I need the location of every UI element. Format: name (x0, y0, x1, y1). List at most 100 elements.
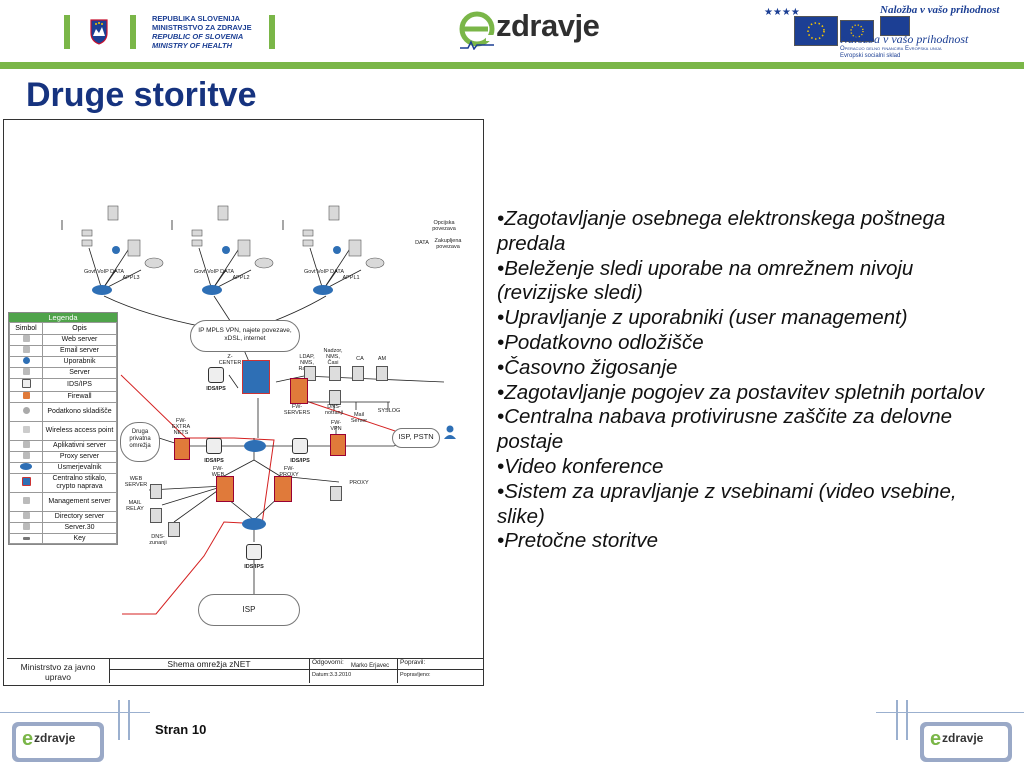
footer-logo-right: e zdravje (920, 722, 1012, 762)
cloud-isp-label: ISP (242, 605, 256, 614)
title-block-org: Ministrstvo za javno upravo (20, 662, 96, 682)
label-ca: CA (356, 356, 364, 362)
legend-row: Proxy server (9, 451, 117, 463)
ess-flag-icon-2 (880, 16, 910, 36)
list-item: •Zagotavljanje pogojev za postavitev spl… (497, 380, 984, 404)
legend-row: Key (9, 533, 117, 544)
list-item: •Sistem za upravljanje z vsebinami (vide… (497, 479, 957, 528)
cloud-isp-pstn-label: ISP, PSTN (398, 432, 434, 441)
legend-col-symbol: Simbol (9, 322, 43, 335)
ids-icon (21, 379, 31, 388)
gov-line-3: REPUBLIC OF SLOVENIA (152, 32, 244, 41)
eu-stars-icon: ★★★★ (764, 7, 800, 18)
cloud-private: Druga privatna omrežja (120, 422, 160, 462)
site-2-label: APPL2 (232, 275, 250, 281)
list-item: •Podatkovno odložišče (497, 330, 704, 354)
label-fw-extranets: FW-EXTRA NETS (171, 418, 191, 436)
storage-icon (22, 407, 30, 414)
gov-logo: REPUBLIKA SLOVENIJA MINISTRSTVO ZA ZDRAV… (64, 13, 284, 53)
list-item: •Video konference (497, 454, 664, 478)
label-proxy: PROXY (349, 480, 369, 486)
legend: Legenda Simbol Opis Web server Email ser… (8, 312, 118, 545)
page-title: Druge storitve (26, 76, 257, 114)
network-diagram: Govt VoIP DATA APPL3 Govt VoIP DATA APPL… (3, 119, 484, 686)
firewall-icon-proxy (274, 476, 292, 502)
label-dns-zunanji: DNS-zunanji (149, 534, 167, 546)
firewall-icon (22, 392, 30, 399)
key-data: DATA (415, 240, 429, 246)
core-switch-icon (242, 360, 270, 394)
key-icon (22, 536, 30, 540)
page-number: Stran 10 (155, 722, 207, 737)
list-item: •Beleženje sledi uporabe na omrežnem niv… (497, 256, 914, 305)
label-fw-web: FW-WEB (211, 466, 225, 478)
label-ids-3: IDS/IPS (290, 458, 310, 464)
proxy-server-icon (330, 486, 342, 501)
management-server-icon (22, 497, 30, 504)
label-nadzor: Nadzor, NMS, Časi (323, 348, 343, 366)
list-item: •Časovno žigosanje (497, 355, 678, 379)
email-server-icon (22, 346, 30, 353)
footer-cross-right (896, 700, 898, 740)
key-optional-link: Opcijska povezava (432, 220, 456, 232)
footer-logo-left-e: e (22, 728, 34, 750)
firewall-icon-vpn (330, 434, 346, 456)
gov-line-1: REPUBLIKA SLOVENIJA (152, 14, 241, 23)
ezdravje-e-icon (458, 8, 496, 55)
list-item: •Pretočne storitve (497, 529, 659, 553)
title-block-rev2-label: Popravljeno: (400, 672, 431, 678)
site-3-vlan-labels: Govt VoIP DATA (83, 269, 125, 275)
legend-title: Legenda (9, 313, 117, 322)
label-ids-2: IDS/IPS (204, 458, 224, 464)
ess-flag-icon (840, 20, 874, 42)
site-1-label: APPL1 (342, 275, 360, 281)
ids-icon-3 (292, 438, 308, 454)
list-item: •Centralna nabava protivirusne zaščite z… (497, 405, 953, 454)
eu-slogan: Naložba v vašo prihodnost (840, 32, 969, 46)
legend-row: Uporabnik (9, 356, 117, 368)
router-icon-mid (244, 440, 266, 452)
gov-line-4: MINISTRY OF HEALTH (152, 41, 233, 50)
cloud-private-label: Druga privatna omrežja (129, 429, 151, 449)
label-fw-vpn: FW-VPN (330, 420, 342, 432)
site-3-label: APPL3 (122, 275, 140, 281)
server-icon (22, 368, 30, 375)
server-30-icon (22, 523, 30, 530)
legend-col-desc: Opis (42, 322, 117, 335)
title-block: Ministrstvo za javno upravo Shema omrežj… (7, 658, 483, 683)
user-icon (22, 357, 30, 364)
site-2-vlan-labels: Govt VoIP DATA (193, 269, 235, 275)
dns-server-icon (168, 522, 180, 537)
title-block-resp-label: Odgovorni: (312, 659, 344, 666)
footer-rule-right (876, 712, 1024, 713)
legend-row: Firewall (9, 391, 117, 403)
legend-table: Simbol Opis Web server Email server Upor… (9, 322, 117, 544)
mail-relay-icon (150, 508, 162, 523)
slovenia-coat-of-arms-icon (90, 19, 108, 45)
server-icon (329, 390, 341, 405)
legend-row: Centralno stikalo, crypto naprava (9, 473, 117, 493)
label-am: AM (377, 356, 387, 362)
legend-row: Usmerjevalnik (9, 462, 117, 474)
label-ids-1: IDS/IPS (206, 386, 226, 392)
router-icon-low (242, 518, 266, 530)
legend-row: Podatkono skladišče (9, 402, 117, 422)
bullet-list: •Zagotavljanje osebnega elektronskega po… (497, 207, 1007, 554)
ids-icon-4 (246, 544, 262, 560)
legend-row: Server.30 (9, 522, 117, 534)
label-web-server: WEB SERVER (124, 476, 148, 488)
eu-flag-icon (794, 16, 838, 46)
title-block-name: Shema omrežja zNET (167, 659, 251, 669)
firewall-icon-servers (290, 378, 308, 404)
firewall-icon-extranets (174, 438, 190, 460)
list-item: •Upravljanje z uporabniki (user manageme… (497, 306, 908, 330)
eu-logos: ★★★★ Naložba v vašo prihodnost Naložba v… (764, 4, 1020, 62)
router-icon (20, 463, 32, 470)
legend-row: Aplikativni server (9, 440, 117, 452)
eu-line-2: Evropski socialni sklad (840, 53, 901, 59)
label-fw-servers: FW-SERVERS (283, 404, 311, 416)
label-mail-server: Mail Server (350, 412, 368, 424)
cloud-mpls-label: IP MPLS VPN, najete povezave, xDSL, inte… (198, 327, 292, 342)
site-1-vlan-labels: Govt VoIP DATA (303, 269, 345, 275)
gov-line-2: MINISTRSTVO ZA ZDRAVJE (152, 23, 252, 32)
